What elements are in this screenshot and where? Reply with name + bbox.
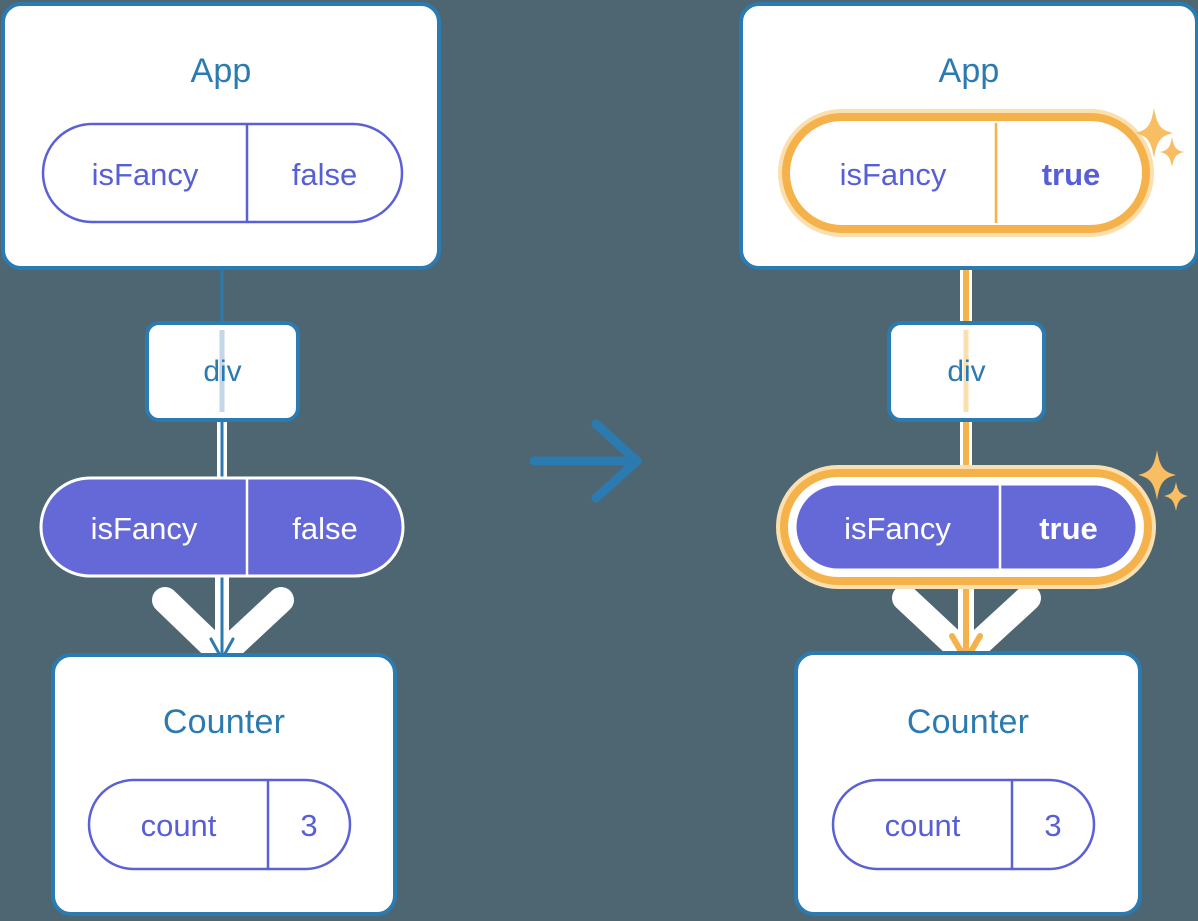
transition-arrow-right-icon xyxy=(529,419,642,503)
right-prop-sparkles-icon xyxy=(1138,450,1188,511)
left-counter-state-pill-name: count xyxy=(140,808,217,843)
right-prop-pill-value: true xyxy=(1039,511,1098,546)
left-prop-pill xyxy=(39,476,405,578)
right-app-state-pill-name: isFancy xyxy=(839,157,947,192)
right-counter-state-pill-value: 3 xyxy=(1044,808,1062,843)
right-counter-state-pill xyxy=(831,778,1096,871)
right-app-sparkles-icon xyxy=(1135,108,1184,167)
left-counter-state-pill xyxy=(87,778,352,871)
left-prop-flow-arrow xyxy=(152,570,294,668)
left-prop-pill-value: false xyxy=(292,511,358,546)
left-counter-title: Counter xyxy=(162,703,286,741)
left-app-state-pill-value: false xyxy=(291,157,358,192)
right-app-title: App xyxy=(938,52,1000,90)
left-app-state-pill xyxy=(41,122,404,224)
right-counter-title: Counter xyxy=(906,703,1030,741)
right-app-state-pill-highlighted xyxy=(778,109,1154,237)
left-prop-pill-name: isFancy xyxy=(90,511,198,546)
right-prop-pill-name: isFancy xyxy=(844,511,951,546)
right-div-node-label: div xyxy=(947,355,986,388)
left-app-state-pill-name: isFancy xyxy=(91,157,199,192)
right-prop-flow-arrow xyxy=(892,570,1041,668)
left-app-title: App xyxy=(190,52,252,90)
right-app-state-pill-value: true xyxy=(1041,157,1101,192)
right-counter-state-pill-name: count xyxy=(884,808,961,843)
right-prop-pill-highlighted xyxy=(776,465,1156,589)
left-counter-state-pill-value: 3 xyxy=(300,808,318,843)
left-div-node-label: div xyxy=(203,355,242,388)
